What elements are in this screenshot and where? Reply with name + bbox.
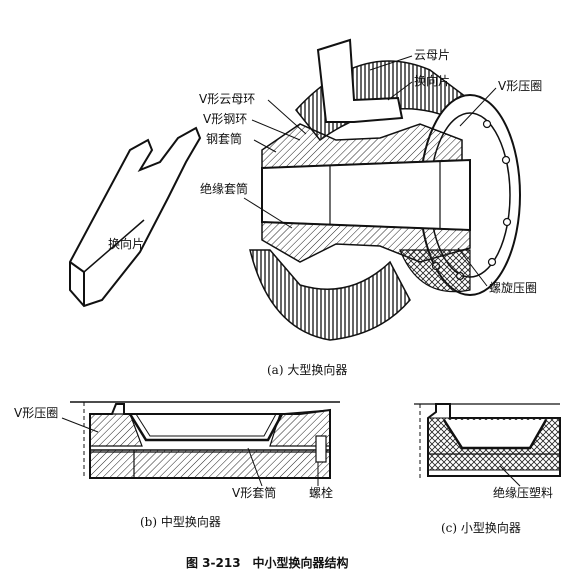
label-bolt: 螺栓 [309, 485, 333, 500]
label-v-press-ring-a: V形压圈 [498, 79, 542, 93]
panel-a-drawing [69, 38, 521, 341]
panel-b-drawing [70, 401, 340, 479]
label-commutator-segment-left: 换向片 [108, 236, 144, 251]
caption-panel-a: (a) 大型换向器 [267, 362, 347, 377]
label-v-sleeve: V形套筒 [232, 485, 276, 500]
label-v-steel-ring: V形钢环 [203, 112, 247, 126]
label-v-mica-ring: V形云母环 [199, 92, 255, 106]
label-spiral-press-ring: 螺旋压圈 [489, 281, 537, 295]
commutator-body-drawing [249, 38, 521, 341]
figure-title: 图 3-213 中小型换向器结构 [186, 555, 349, 570]
label-commutator-segment-top: 换向片 [414, 73, 450, 88]
label-insulating-sleeve: 绝缘套筒 [200, 181, 248, 196]
label-v-press-ring-b: V形压圈 [14, 406, 58, 420]
label-mica-sheet: 云母片 [414, 48, 450, 62]
caption-panel-b: (b) 中型换向器 [140, 514, 221, 529]
caption-panel-c: (c) 小型换向器 [441, 520, 521, 535]
label-insulating-molding: 绝缘压塑料 [493, 485, 553, 500]
loose-segment-drawing [69, 126, 202, 308]
label-steel-sleeve: 钢套筒 [206, 131, 242, 146]
panel-c-drawing [414, 403, 561, 478]
